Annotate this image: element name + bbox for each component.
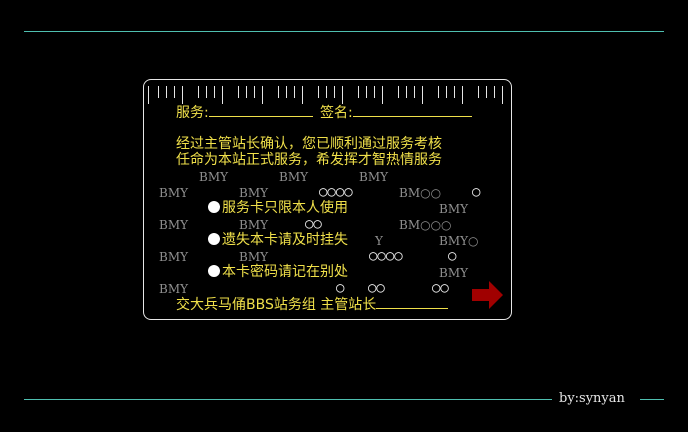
ruler-tick [302,86,303,104]
card-footer: 交大兵马俑BBS站务组 主管站长 [176,296,449,313]
ruler-tick [366,86,367,98]
watermark-circles: ○ [336,280,345,296]
card-ruler [145,86,509,104]
watermark-text: Y [375,234,383,248]
card-footer-text: 交大兵马俑BBS站务组 主管站长 [176,297,377,313]
signature-field: 签名: [320,104,472,121]
ruler-tick [326,86,327,98]
confirm-line-2: 任命为本站正式服务，希发挥才智热情服务 [176,152,442,168]
byline: by:synyan [559,391,625,406]
watermark-text: BMY [159,186,189,200]
ruler-tick [494,86,495,98]
ruler-tick [214,86,215,98]
bottom-divider-right [640,399,664,400]
card-rule-2-text: 遗失本卡请及时挂失 [222,232,348,248]
watermark-circles: ○○ [368,280,385,296]
watermark-circles: ○○○○ [319,184,353,200]
watermark-text: BMY○ [439,234,479,248]
watermark-text: BM○○○ [399,218,452,232]
signature-blank [352,104,472,117]
ruler-tick [446,86,447,98]
signature-label: 签名: [320,105,353,121]
watermark-text: BM○○ [399,186,442,200]
ruler-tick [206,86,207,98]
ruler-tick [406,86,407,98]
ruler-tick [166,86,167,98]
ruler-tick [438,86,439,98]
watermark-circles: ○○ [432,280,449,296]
service-label: 服务: [176,105,209,121]
ruler-tick [286,86,287,98]
card-rule-1-text: 服务卡只限本人使用 [222,200,348,216]
ruler-tick [502,86,503,104]
ruler-tick [382,86,383,104]
service-card [143,79,512,320]
watermark-text: BMY [239,250,269,264]
ruler-tick [422,86,423,104]
ruler-tick [158,86,159,98]
ruler-tick [174,86,175,98]
footer-blank [376,296,449,309]
watermark-text: BMY [159,282,189,296]
watermark-text: BMY [239,218,269,232]
watermark-text: BMY [239,186,269,200]
card-rule-3-text: 本卡密码请记在别处 [222,264,348,280]
watermark-circles: ○○ [305,216,322,232]
watermark-circles: ○ [448,248,457,264]
ruler-tick [398,86,399,98]
card-rule-2: 遗失本卡请及时挂失 [208,232,348,248]
watermark-text: BMY [439,202,469,216]
watermark-text: BMY [159,218,189,232]
service-field: 服务: [176,104,313,121]
watermark-text: BMY [199,170,229,184]
next-arrow-shape[interactable] [472,281,503,309]
watermark-circles: ○ [472,184,481,200]
bottom-divider-left [24,399,552,400]
service-blank [208,104,313,117]
ruler-tick [342,86,343,104]
top-divider [24,31,664,32]
ruler-tick [294,86,295,98]
bullet-icon [208,233,220,245]
ruler-tick [254,86,255,98]
ruler-tick [222,86,223,104]
ruler-tick [318,86,319,98]
watermark-text: BMY [279,170,309,184]
ruler-tick [278,86,279,98]
ruler-tick [478,86,479,98]
ruler-tick [454,86,455,98]
watermark-text: BMY [359,170,389,184]
watermark-text: BMY [439,266,469,280]
watermark-text: BMY [159,250,189,264]
ruler-tick [182,86,183,104]
ruler-tick [238,86,239,98]
ruler-tick [334,86,335,98]
bullet-icon [208,201,220,213]
next-arrow-icon[interactable] [472,280,504,310]
watermark-circles: ○○○○ [369,248,403,264]
bullet-icon [208,265,220,277]
confirm-line-1: 经过主管站长确认，您已顺利通过服务考核 [176,136,442,152]
card-rule-1: 服务卡只限本人使用 [208,200,348,216]
ruler-tick [374,86,375,98]
ruler-tick [462,86,463,104]
ruler-tick [246,86,247,98]
ruler-tick [358,86,359,98]
ruler-tick [148,86,149,104]
card-rule-3: 本卡密码请记在别处 [208,264,348,280]
ruler-tick [262,86,263,104]
ruler-tick [198,86,199,98]
ruler-tick [486,86,487,98]
ruler-tick [414,86,415,98]
